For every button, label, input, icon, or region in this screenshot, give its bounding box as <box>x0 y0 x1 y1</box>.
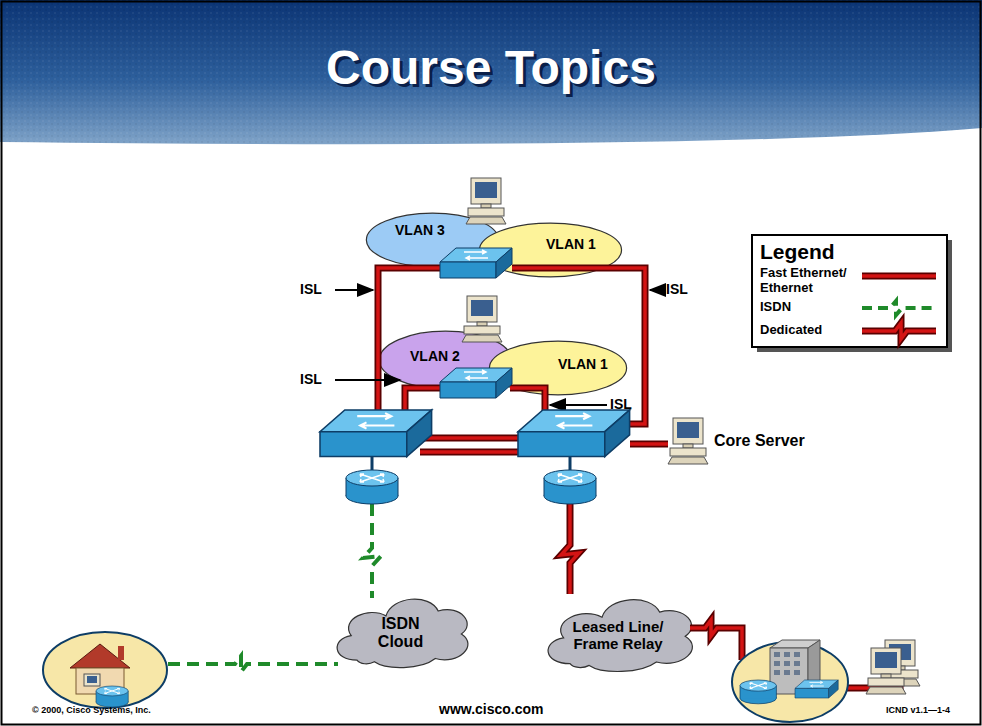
router <box>346 470 398 504</box>
legend-text: ISDN <box>760 300 856 315</box>
dedicated-link <box>561 504 742 660</box>
copyright-note: © 2000, Cisco Systems, Inc. <box>32 705 151 715</box>
core-server <box>668 418 708 464</box>
legend-text: Dedicated <box>760 323 856 338</box>
switch <box>440 248 512 278</box>
workstation <box>462 296 502 342</box>
isl-arrow <box>335 290 661 405</box>
network-cloud: ISDN Cloud <box>328 588 473 670</box>
legend-sample-isdn <box>862 301 936 315</box>
slide-title: Course Topics <box>326 40 656 95</box>
legend-text: Fast Ethernet/ Ethernet <box>760 266 856 296</box>
isl-label: ISL <box>666 281 688 297</box>
switch <box>440 368 512 398</box>
isl-label: ISL <box>300 371 322 387</box>
cloud-label: ISDN Cloud <box>366 615 436 652</box>
server-label: Core Server <box>714 432 805 450</box>
isl-label: ISL <box>300 281 322 297</box>
network-cloud: Leased Line/ Frame Relay <box>538 588 698 674</box>
core-switch <box>518 410 630 457</box>
legend-heading: Legend <box>760 240 835 264</box>
legend-sample-ethernet <box>862 276 936 277</box>
isdn-link <box>168 504 381 672</box>
home-office <box>43 632 167 708</box>
vlan-label: VLAN 2 <box>410 348 460 364</box>
course-code: ICND v1.1—1-4 <box>886 705 950 715</box>
cloud-label: Leased Line/ Frame Relay <box>562 618 674 653</box>
vlan-label: VLAN 3 <box>395 222 445 238</box>
ethernet-link <box>378 268 900 688</box>
core-switch <box>320 410 432 457</box>
legend-box <box>752 235 952 352</box>
router <box>544 470 596 504</box>
vlan-label: VLAN 1 <box>546 236 596 252</box>
title-banner <box>0 0 982 144</box>
footer-url: www.cisco.com <box>439 701 544 717</box>
vlan-label: VLAN 1 <box>558 356 608 372</box>
legend-sample-dedicated <box>862 323 936 339</box>
workstation <box>466 178 506 224</box>
isl-label: ISL <box>610 396 632 412</box>
